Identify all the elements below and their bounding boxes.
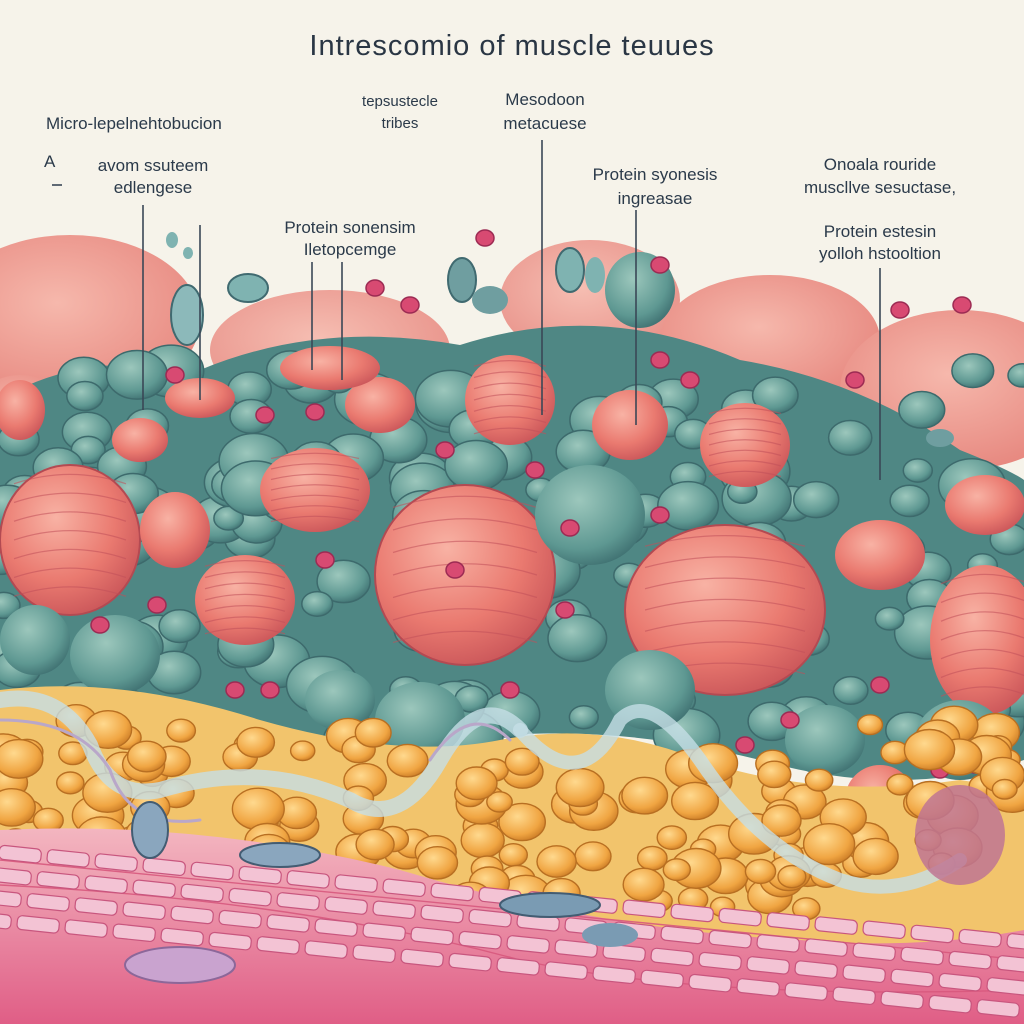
label-mesodoon: Mesodoon — [505, 90, 585, 109]
label-tribes: tribes — [381, 115, 419, 132]
label-iletopcemge: Iletopcemge — [303, 240, 397, 259]
diagram-title: Intrescomio of muscle teuues — [309, 30, 715, 62]
label-edlengese: edlengese — [113, 178, 193, 197]
bottom-cells — [124, 785, 1005, 984]
label-muscllve-sesuctase: muscllve sesuctase, — [803, 178, 957, 197]
fat-cells — [0, 704, 1024, 921]
label-avom-ssuteem: avom ssuteem — [97, 156, 209, 175]
label-protein-sonensim: Protein sonensim — [284, 218, 416, 237]
label-micro-lepelnehtobucion: Micro-lepelnehtobucion — [46, 114, 222, 133]
label-tepsustecle: tepsustecle — [362, 93, 438, 110]
muscle-striations — [13, 360, 1024, 697]
label-protein-estesin: Protein estesin — [823, 222, 937, 241]
label-onoala-rouride: Onoala rouride — [823, 155, 937, 174]
muscle-bundles — [0, 346, 1024, 835]
label-yolloh-hstooltion: yolloh hstooltion — [819, 244, 941, 263]
myofiber-segments — [0, 844, 1024, 1018]
label-ingreasae: ingreasae — [617, 189, 693, 208]
label-metacuese: metacuese — [503, 114, 587, 133]
label-a: A — [44, 152, 56, 171]
label-leader-lines — [52, 140, 881, 480]
large-teal-cells — [0, 465, 1005, 780]
label-protein-syonesis: Protein syonesis — [592, 165, 718, 184]
